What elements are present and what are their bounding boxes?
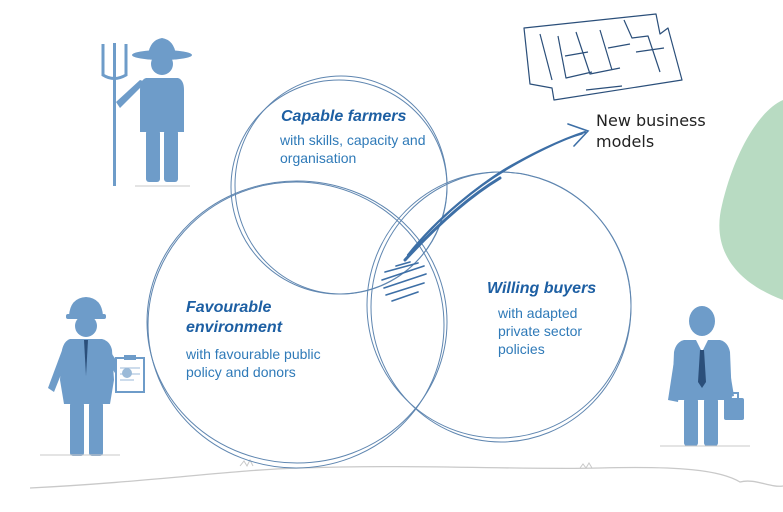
briefcase-icon: [724, 392, 744, 420]
farmer-icon: [101, 38, 192, 186]
favourable-environment-title-1: Favourable: [186, 299, 272, 316]
willing-buyers-line-1: with adapted: [498, 305, 578, 321]
circle-capable-farmers: [230, 75, 448, 295]
scribble-icon: [381, 261, 427, 302]
circle-favourable-environment: [146, 180, 448, 469]
capable-farmers-line-1: with skills, capacity and: [280, 132, 426, 148]
new-business-models-line-2: models: [596, 132, 655, 151]
businessman-icon: [668, 306, 734, 446]
willing-buyers-title: Willing buyers: [487, 280, 597, 297]
favourable-environment-line-2: policy and donors: [186, 364, 296, 380]
green-blob: [719, 100, 783, 300]
official-icon: [48, 297, 124, 456]
willing-buyers-line-3: policies: [498, 341, 545, 357]
new-business-models-line-1: New business: [596, 111, 706, 130]
willing-buyers-line-2: private sector: [498, 323, 583, 339]
clipboard-icon: [115, 355, 145, 393]
map-icon: [523, 13, 683, 101]
grass-tuft: [239, 458, 593, 469]
capable-farmers-title: Capable farmers: [281, 108, 407, 125]
favourable-environment-line-1: with favourable public: [186, 346, 321, 362]
arrow-icon: [403, 123, 590, 262]
capable-farmers-line-2: organisation: [280, 150, 357, 166]
ground-line: [29, 465, 783, 489]
favourable-environment-title-2: environment: [186, 319, 283, 336]
